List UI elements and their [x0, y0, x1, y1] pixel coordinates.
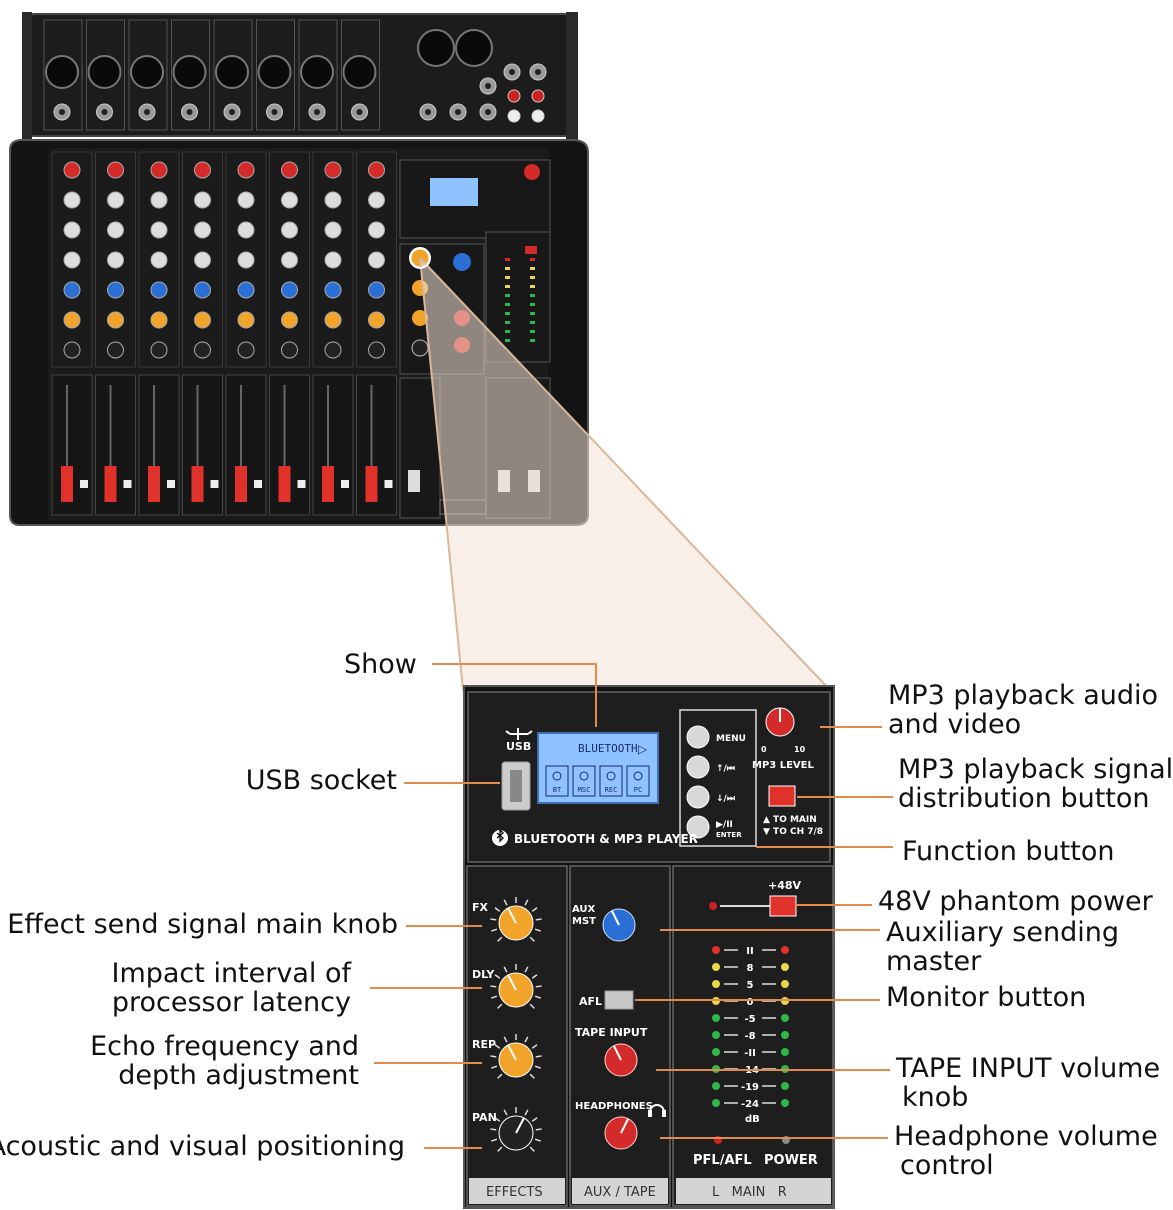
callout-mp3: MP3 playback audio and video: [888, 680, 1159, 740]
callout-dist: MP3 playback signal distribution button: [898, 754, 1173, 814]
meter-value: -8: [744, 1031, 755, 1042]
meter-value: -II: [744, 1048, 756, 1059]
function-button[interactable]: MENU: [686, 725, 746, 749]
section-aux-tape: AUX / TAPE: [584, 1185, 656, 1200]
function-button-label: ↓/⏭: [716, 794, 736, 804]
function-button-label: ▶/II: [716, 820, 733, 830]
phantom-label: +48V: [768, 879, 802, 892]
afl-label: AFL: [579, 995, 602, 1008]
mp3-level-label: MP3 LEVEL: [752, 760, 814, 771]
meter-led: [712, 963, 720, 971]
knob-pan[interactable]: [490, 1107, 542, 1152]
svg-text:10: 10: [794, 745, 806, 754]
function-button[interactable]: ↑/⏮: [686, 755, 735, 779]
lcd-play-icon: ▷: [638, 742, 648, 756]
callout-rep: Echo frequency and depth adjustment: [90, 1031, 359, 1091]
function-button-label: ↑/⏮: [716, 764, 735, 774]
to-main-label: ▲ TO MAIN: [763, 815, 817, 825]
svg-text:0: 0: [761, 745, 767, 754]
meter-value: II: [746, 946, 753, 957]
meter-led: [781, 1031, 789, 1039]
mp3-level-knob[interactable]: [765, 707, 795, 737]
callout-monitor: Monitor button: [886, 982, 1087, 1013]
callout-usb: USB socket: [245, 765, 397, 796]
lcd-icon-label: REC: [605, 786, 618, 794]
to-ch-label: ▼ TO CH 7/8: [763, 827, 823, 837]
knob-fx[interactable]: [490, 897, 542, 942]
meter-led: [781, 946, 789, 954]
meter-led: [712, 946, 720, 954]
callout-pan: Acoustic and visual positioning: [0, 1131, 405, 1162]
meter-led: [712, 1014, 720, 1022]
section-main: L MAIN R: [712, 1185, 787, 1200]
knob-label: PAN: [472, 1111, 497, 1124]
callout-tape: TAPE INPUT volume knob: [896, 1053, 1161, 1113]
bt-player-label: BLUETOOTH & MP3 PLAYER: [514, 832, 698, 846]
usb-label: USB: [506, 740, 531, 753]
callout-dly: Impact interval of processor latency: [111, 958, 351, 1018]
db-label: dB: [745, 1114, 760, 1125]
callout-headphone: Headphone volume control: [894, 1121, 1158, 1181]
section-effects: EFFECTS: [486, 1185, 543, 1200]
callout-aux: Auxiliary sending master: [886, 917, 1119, 977]
mixer-overview: [9, 12, 589, 526]
function-button-sublabel: ENTER: [716, 831, 742, 839]
lcd-icon-label: MSC: [578, 786, 591, 794]
meter-value: -19: [741, 1082, 759, 1093]
aux-master-knob[interactable]: [602, 908, 636, 942]
meter-led: [781, 1014, 789, 1022]
knob-label: DLY: [472, 968, 495, 981]
lcd-icon-label: PC: [634, 786, 642, 794]
headphone-knob[interactable]: [604, 1116, 638, 1150]
tape-input-label: TAPE INPUT: [575, 1026, 648, 1039]
knob-label: FX: [472, 901, 489, 914]
function-button[interactable]: ↓/⏭: [686, 785, 736, 809]
lcd-title: BLUETOOTH: [578, 742, 638, 755]
meter-led: [712, 1048, 720, 1056]
meter-led: [781, 1082, 789, 1090]
function-button-group: [679, 709, 757, 847]
meter-value: 5: [747, 980, 754, 991]
lcd-icon-label: BT: [553, 786, 562, 794]
headphones-label: HEADPHONES: [575, 1101, 653, 1112]
meter-led: [781, 980, 789, 988]
meter-value: -5: [744, 1014, 755, 1025]
meter-led: [712, 1099, 720, 1107]
meter-led: [712, 1031, 720, 1039]
power-label: POWER: [764, 1153, 818, 1168]
headphones-icon: [648, 1104, 666, 1117]
meter-value: -24: [741, 1099, 759, 1110]
callout-phantom: 48V phantom power: [878, 886, 1153, 917]
meter-led: [781, 1048, 789, 1056]
knob-dly[interactable]: [490, 964, 542, 1009]
aux-mst-label: AUX: [572, 904, 596, 915]
lcd-screen: [537, 732, 659, 804]
meter-led: [781, 963, 789, 971]
aux-mst-label-2: MST: [572, 916, 596, 927]
meter-led: [712, 1082, 720, 1090]
function-button-label: MENU: [716, 734, 746, 744]
mp3-distribution-button[interactable]: [768, 785, 796, 807]
meter-led: [712, 980, 720, 988]
meter-value: 8: [747, 963, 754, 974]
meter-led: [781, 1099, 789, 1107]
tape-input-knob[interactable]: [604, 1043, 638, 1077]
callout-fx: Effect send signal main knob: [7, 909, 398, 940]
bluetooth-icon: [492, 828, 508, 846]
meter-value: 0: [747, 997, 754, 1008]
knob-rep[interactable]: [490, 1034, 542, 1079]
afl-button[interactable]: [604, 990, 634, 1010]
pfl-afl-label: PFL/AFL: [693, 1153, 752, 1168]
usb-icon: [505, 728, 533, 740]
knob-label: REP: [472, 1038, 496, 1051]
phantom-led: [709, 902, 717, 910]
show-label: Show: [344, 649, 417, 680]
callout-func: Function button: [902, 836, 1115, 867]
